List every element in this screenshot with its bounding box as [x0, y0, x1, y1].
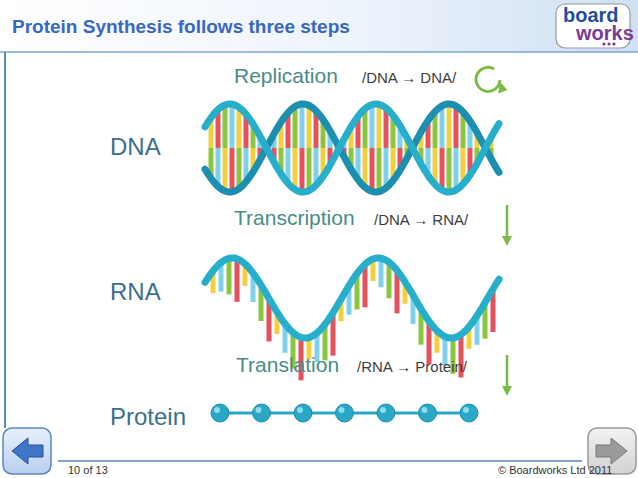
base-pair-half — [293, 148, 298, 189]
base-pair-half — [230, 104, 235, 148]
amino-acid-bead — [294, 404, 312, 422]
amino-acid-bead — [460, 404, 478, 422]
base-pair-half — [447, 148, 452, 192]
arrow-shaft — [506, 205, 509, 238]
copyright-note: © Boardworks Ltd 2011 — [498, 464, 612, 477]
left-border — [4, 52, 6, 428]
base-pair-half — [370, 105, 375, 148]
step-name: Translation — [236, 353, 339, 377]
arrow-head — [502, 236, 512, 246]
backbone-strand — [205, 258, 499, 338]
step-formula: /DNA → DNA/ — [362, 69, 456, 86]
amino-acid-bead — [377, 404, 395, 422]
amino-acid-bead — [419, 404, 437, 422]
bead-highlight — [463, 407, 469, 413]
down-arrow — [502, 205, 512, 246]
arrow-head — [495, 81, 508, 94]
base-pair-half — [307, 106, 312, 148]
base-bar — [235, 259, 240, 302]
amino-acid-bead — [336, 404, 354, 422]
slide-title: Protein Synthesis follows three steps — [12, 16, 350, 38]
backbone-strand — [205, 104, 499, 192]
bead-highlight — [380, 407, 386, 413]
arrow-arc — [476, 67, 500, 91]
bead-highlight — [422, 407, 428, 413]
arrow-head — [502, 386, 512, 396]
base-pair-half — [377, 148, 382, 192]
base-pair-half — [440, 106, 445, 148]
base-pair-half — [223, 105, 228, 148]
bead-group — [211, 404, 478, 422]
bead-highlight — [297, 407, 303, 413]
base-pair-half — [440, 148, 445, 190]
step-name: Replication — [234, 64, 338, 88]
nav-back-button — [3, 428, 51, 474]
nav-back-arrow — [12, 438, 43, 464]
base-pair-half — [300, 148, 305, 192]
base-pair-half — [454, 148, 459, 190]
logo-word: works — [576, 22, 634, 45]
bead-highlight — [339, 407, 345, 413]
amino-acid-bead — [253, 404, 271, 422]
base-pair-half — [293, 107, 298, 148]
arrow-shaft — [506, 355, 509, 388]
molecule-name: DNA — [110, 133, 161, 161]
step-formula: /RNA → Protein/ — [357, 358, 467, 375]
page-number: 10 of 13 — [68, 464, 108, 477]
amino-acid-bead — [211, 404, 229, 422]
header-band — [0, 0, 638, 52]
molecule-name: Protein — [110, 403, 186, 431]
bead-highlight — [214, 407, 220, 413]
step-name: Transcription — [234, 206, 355, 230]
base-pair-half — [307, 148, 312, 190]
base-pair-half — [223, 148, 228, 191]
header-rule — [0, 51, 638, 53]
base-pair-half — [454, 106, 459, 148]
rna-strand — [205, 258, 499, 380]
step-formula: /DNA → RNA/ — [374, 211, 468, 228]
down-arrow — [502, 355, 512, 396]
nav-next-arrow — [596, 438, 627, 464]
footer-rule — [58, 460, 582, 462]
protein-chain — [211, 404, 478, 422]
backbone-strand — [205, 104, 499, 192]
base-pair-half — [300, 104, 305, 148]
bead-highlight — [256, 407, 262, 413]
base-bar — [379, 258, 384, 287]
base-pair-half — [447, 104, 452, 148]
cycle-arrow — [476, 67, 507, 93]
dna-helix — [205, 104, 499, 192]
base-bar — [227, 258, 232, 294]
base-pair-half — [370, 148, 375, 191]
molecule-name: RNA — [110, 278, 161, 306]
base-pair-half — [377, 104, 382, 148]
base-pair-half — [230, 148, 235, 192]
